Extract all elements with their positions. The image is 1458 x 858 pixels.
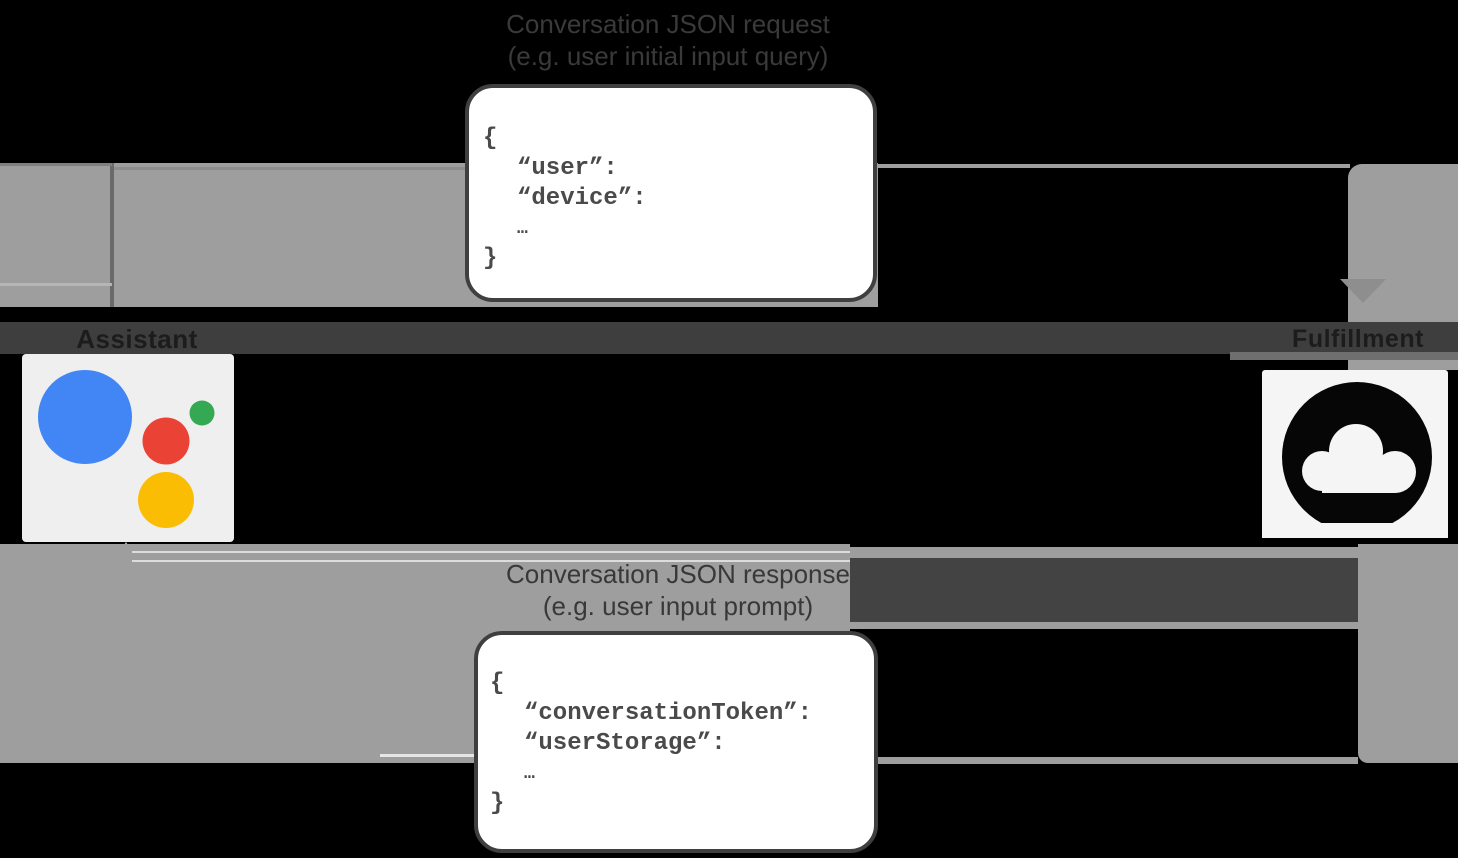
request-arrow-top-line-right	[114, 167, 465, 170]
response-arrow-top-stroke	[850, 547, 1358, 558]
request-arrow-thin-segment	[878, 164, 1350, 168]
actor-band	[0, 322, 1458, 354]
fulfillment-icon-box	[1262, 370, 1448, 538]
response-json-line: …	[524, 764, 535, 784]
request-label: Conversation JSON request (e.g. user ini…	[368, 8, 968, 72]
response-arrow-outline-2	[132, 560, 850, 562]
request-json-line: “device”:	[517, 185, 647, 212]
request-arrowhead-down-icon	[1340, 279, 1386, 303]
response-label: Conversation JSON response (e.g. user in…	[378, 558, 978, 622]
request-json-box: { “user”: “device”: … }	[465, 84, 877, 302]
assistant-icon-box	[22, 354, 234, 542]
request-arrow-top-line-left	[0, 163, 112, 166]
response-arrow-bottom-stroke	[878, 757, 1358, 764]
assistant-blue-circle	[38, 370, 132, 464]
response-arrow-outline-1	[132, 551, 850, 553]
response-json-line: “conversationToken”:	[524, 700, 813, 727]
response-arrow-down-segment	[1358, 544, 1458, 763]
response-arrow-mid-stroke	[850, 622, 1358, 629]
request-subtitle: (e.g. user initial input query)	[507, 41, 829, 71]
cloud-glyph	[1302, 424, 1416, 493]
response-arrow-dark-stroke	[850, 558, 1358, 622]
request-json-line: {	[483, 125, 498, 152]
request-arrow-highlight-line	[0, 283, 112, 286]
request-json-line: }	[483, 245, 498, 272]
request-title: Conversation JSON request	[506, 9, 830, 39]
response-json-box: { “conversationToken”: “userStorage”: … …	[474, 631, 878, 853]
cloud-mid-lobe	[1329, 424, 1383, 478]
cloud-fulfillment-icon	[1262, 382, 1448, 538]
request-json-line: “user”:	[517, 155, 618, 182]
response-title: Conversation JSON response	[506, 559, 850, 589]
assistant-green-circle	[189, 400, 215, 426]
response-subtitle: (e.g. user input prompt)	[542, 591, 814, 621]
actor-label-assistant: Assistant	[76, 324, 198, 354]
cloud-base	[1322, 471, 1395, 493]
actor-band-strip	[1230, 352, 1458, 360]
assistant-yellow-circle	[138, 472, 194, 528]
response-json-line: {	[490, 670, 505, 697]
response-json-line: “userStorage”:	[524, 730, 726, 757]
google-assistant-icon	[38, 370, 215, 528]
request-json-line: …	[517, 219, 528, 239]
request-arrow-edge-line	[110, 163, 114, 307]
response-json-line: }	[490, 790, 505, 817]
cloud-bottom-flat	[1262, 523, 1448, 538]
assistant-red-circle	[142, 417, 190, 465]
actor-label-fulfillment: Fulfillment	[1292, 325, 1424, 353]
